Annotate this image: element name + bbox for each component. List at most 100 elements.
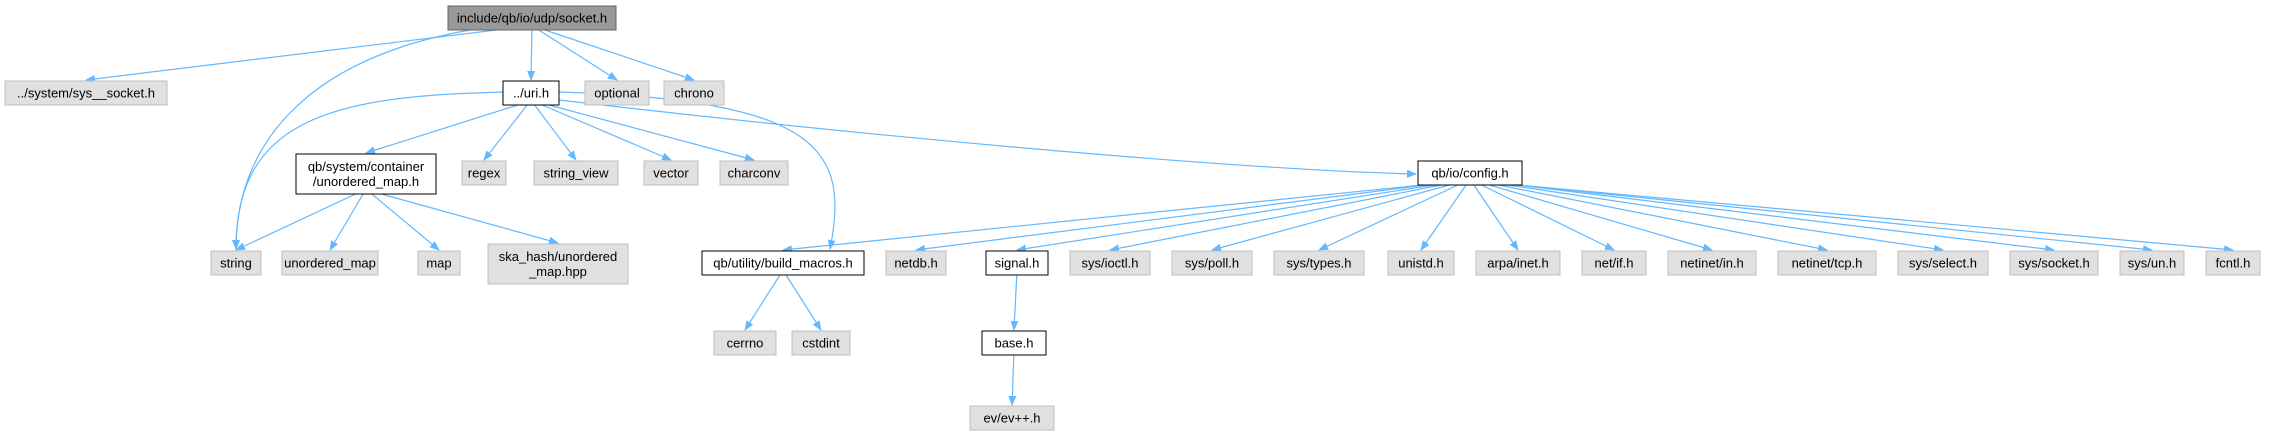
node-label-regex: regex <box>468 166 501 181</box>
edge-uri-to-build_macros <box>558 91 836 250</box>
node-box-map <box>417 250 461 276</box>
edge-config-to-netif <box>1481 184 1615 251</box>
node-box-chrono <box>663 80 725 106</box>
node-label-charconv: charconv <box>728 166 781 181</box>
node-optional[interactable]: optional <box>584 80 650 106</box>
node-chrono[interactable]: chrono <box>663 80 725 106</box>
node-socket[interactable]: include/qb/io/udp/socket.h <box>447 5 617 31</box>
node-label-ev: ev/ev++.h <box>983 411 1040 426</box>
node-label-nettcp: netinet/tcp.h <box>1792 256 1863 271</box>
node-fcntl[interactable]: fcntl.h <box>2205 250 2261 276</box>
node-box-build_macros <box>701 250 865 276</box>
node-string[interactable]: string <box>210 250 262 276</box>
node-label-config: qb/io/config.h <box>1431 166 1508 181</box>
node-label-inet: arpa/inet.h <box>1487 256 1548 271</box>
node-label-netdb: netdb.h <box>894 256 937 271</box>
edge-uri-to-string_view <box>534 104 577 161</box>
node-unistd[interactable]: unistd.h <box>1387 250 1455 276</box>
node-box-ev <box>969 405 1055 431</box>
node-label-chrono: chrono <box>674 86 714 101</box>
node-syssocket[interactable]: sys/socket.h <box>2009 250 2099 276</box>
node-box-cerrno <box>713 330 777 356</box>
edge-config-to-inet <box>1473 184 1519 251</box>
node-vector[interactable]: vector <box>643 160 699 186</box>
node-map[interactable]: map <box>417 250 461 276</box>
node-charconv[interactable]: charconv <box>719 160 789 186</box>
node-label-string_view: string_view <box>543 166 609 181</box>
node-box-un <box>2119 250 2185 276</box>
node-box-regex <box>461 160 507 186</box>
edge-unordered_map_h-to-ska_hash <box>381 193 559 245</box>
node-box-optional <box>584 80 650 106</box>
edge-config-to-ioctl <box>1109 184 1442 253</box>
edge-config-to-unistd <box>1420 184 1467 251</box>
edge-config-to-fcntl <box>1517 184 2234 254</box>
node-poll[interactable]: sys/poll.h <box>1171 250 1253 276</box>
node-box-netdb <box>885 250 947 276</box>
node-label-cstdint: cstdint <box>802 336 840 351</box>
node-ev[interactable]: ev/ev++.h <box>969 405 1055 431</box>
edge-config-to-syssocket <box>1516 184 2055 253</box>
node-label-ioctl: sys/ioctl.h <box>1081 256 1138 271</box>
node-label-unistd: unistd.h <box>1398 256 1444 271</box>
node-string_view[interactable]: string_view <box>533 160 619 186</box>
node-cstdint[interactable]: cstdint <box>791 330 851 356</box>
node-ioctl[interactable]: sys/ioctl.h <box>1069 250 1151 276</box>
node-box-string_view <box>533 160 619 186</box>
edge-uri-to-regex <box>483 104 528 161</box>
node-box-sys_socket <box>4 80 168 106</box>
node-label-optional: optional <box>594 86 640 101</box>
node-box-cstdint <box>791 330 851 356</box>
edge-uri-to-string <box>232 91 511 250</box>
node-label-ska_hash: _map.hpp <box>528 264 587 279</box>
edge-socket-to-sys_socket <box>85 29 497 83</box>
edge-unordered_map_h-to-map <box>371 193 440 251</box>
node-box-socket <box>447 5 617 31</box>
node-uri[interactable]: ../uri.h <box>502 80 560 106</box>
edge-signal-to-base <box>1010 274 1019 331</box>
node-label-poll: sys/poll.h <box>1185 256 1239 271</box>
node-regex[interactable]: regex <box>461 160 507 186</box>
edge-config-to-signal <box>1016 184 1434 253</box>
edge-socket-to-optional <box>538 29 618 81</box>
node-ska_hash[interactable]: ska_hash/unordered_map.hpp <box>487 243 629 285</box>
node-config[interactable]: qb/io/config.h <box>1417 160 1523 186</box>
node-box-poll <box>1171 250 1253 276</box>
node-base[interactable]: base.h <box>981 330 1047 356</box>
node-unordered_map[interactable]: unordered_map <box>281 250 379 276</box>
node-sys_socket[interactable]: ../system/sys__socket.h <box>4 80 168 106</box>
edge-base-to-ev <box>1008 354 1017 406</box>
edge-socket-to-chrono <box>544 29 695 81</box>
node-box-vector <box>643 160 699 186</box>
node-box-ska_hash <box>487 243 629 285</box>
node-cerrno[interactable]: cerrno <box>713 330 777 356</box>
node-types[interactable]: sys/types.h <box>1273 250 1365 276</box>
edge-config-to-select <box>1507 184 1944 253</box>
node-signal[interactable]: signal.h <box>985 250 1049 276</box>
node-box-unordered_map_h <box>295 153 437 195</box>
edge-config-to-build_macros <box>782 184 1423 254</box>
node-label-unordered_map_h: /unordered_map.h <box>313 174 419 189</box>
node-label-build_macros: qb/utility/build_macros.h <box>713 256 852 271</box>
node-un[interactable]: sys/un.h <box>2119 250 2185 276</box>
node-box-string <box>210 250 262 276</box>
node-label-types: sys/types.h <box>1286 256 1351 271</box>
node-label-base: base.h <box>994 336 1033 351</box>
node-unordered_map_h[interactable]: qb/system/container/unordered_map.h <box>295 153 437 195</box>
node-label-socket: include/qb/io/udp/socket.h <box>457 11 607 26</box>
node-box-unordered_map <box>281 250 379 276</box>
node-inet[interactable]: arpa/inet.h <box>1475 250 1561 276</box>
node-select[interactable]: sys/select.h <box>1897 250 1989 276</box>
edge-socket-to-uri <box>527 29 536 81</box>
node-build_macros[interactable]: qb/utility/build_macros.h <box>701 250 865 276</box>
node-box-netin <box>1667 250 1757 276</box>
node-box-unistd <box>1387 250 1455 276</box>
node-netif[interactable]: net/if.h <box>1581 250 1647 276</box>
edge-config-to-poll <box>1211 184 1450 252</box>
edge-config-to-netdb <box>915 184 1426 253</box>
node-netdb[interactable]: netdb.h <box>885 250 947 276</box>
node-nettcp[interactable]: netinet/tcp.h <box>1777 250 1877 276</box>
node-netin[interactable]: netinet/in.h <box>1667 250 1757 276</box>
edges-layer <box>85 29 2234 406</box>
